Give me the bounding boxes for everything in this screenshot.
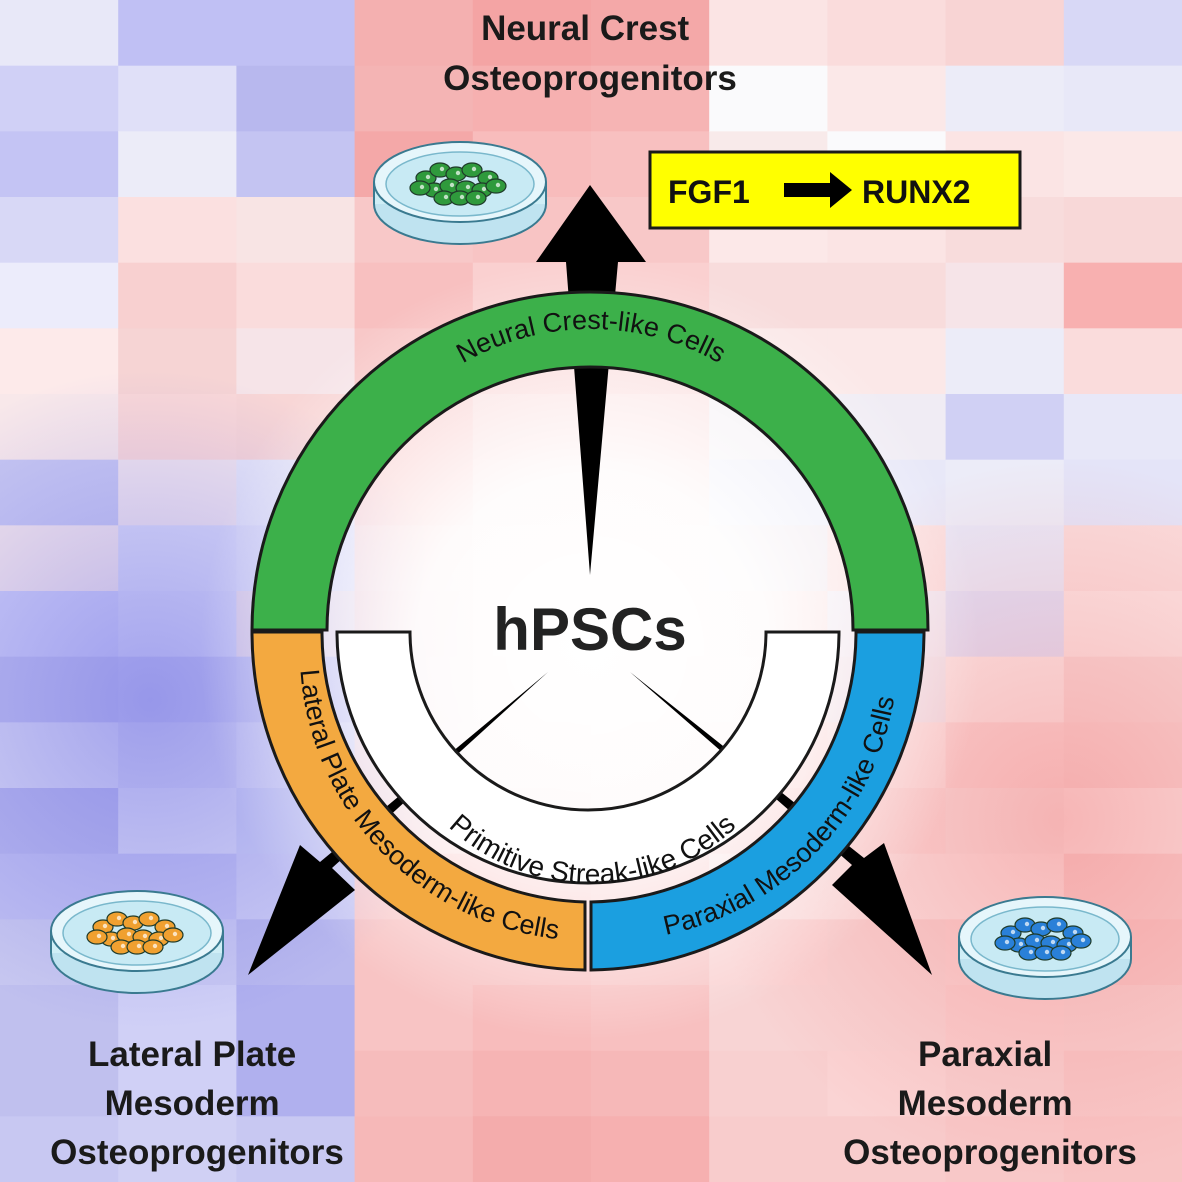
- heatmap-cell: [591, 1050, 710, 1117]
- cell: [465, 190, 487, 206]
- cell: [1050, 945, 1072, 961]
- heatmap-cell: [118, 131, 237, 198]
- heatmap-cell: [945, 0, 1065, 67]
- hpscs-label: hPSCs: [493, 596, 686, 663]
- fgf1-label: FGF1: [668, 174, 750, 210]
- heatmap-cell: [236, 1116, 356, 1182]
- heatmap-cell: [945, 394, 1065, 461]
- heatmap-cell: [1063, 262, 1182, 329]
- heatmap-cell: [472, 65, 592, 132]
- heatmap-cell: [0, 1050, 119, 1117]
- heatmap-cell: [1063, 0, 1182, 67]
- heatmap-cell: [1063, 65, 1182, 132]
- cell: [1046, 917, 1068, 933]
- heatmap-cell: [0, 1116, 119, 1182]
- differentiation-arrows: [248, 185, 932, 975]
- petri-dish-paraxial: [958, 896, 1132, 1000]
- arrow-right-icon: [784, 172, 852, 208]
- heatmap-cell: [354, 1116, 474, 1182]
- heatmap-cell: [827, 262, 947, 329]
- heatmap-cell: [236, 65, 356, 132]
- heatmap-cell: [0, 65, 119, 132]
- petri-dish-icon: [50, 890, 224, 994]
- cell: [142, 939, 164, 955]
- heatmap-cell: [472, 0, 592, 67]
- petri-dish-icon: [958, 896, 1132, 1000]
- heatmap-cell: [118, 262, 237, 329]
- cell: [138, 911, 160, 927]
- lateral-plate-mesoderm-like-cells-band: [250, 630, 587, 972]
- heatmap-cell: [1063, 197, 1182, 264]
- runx2-label: RUNX2: [862, 174, 970, 210]
- heatmap-cell: [945, 262, 1065, 329]
- heatmap-cell: [591, 0, 710, 67]
- petri-dish-lateral-plate: [50, 890, 224, 994]
- heatmap-cell: [1063, 328, 1182, 395]
- heatmap-cell: [1063, 394, 1182, 461]
- cell: [162, 927, 184, 943]
- paraxial-mesoderm-like-cells-band: [589, 630, 926, 972]
- heatmap-cell: [354, 0, 474, 67]
- paraxial-mesoderm-osteoprogenitors-title: Paraxial Mesoderm Osteoprogenitors: [843, 1035, 1137, 1172]
- heatmap-cell: [591, 1116, 710, 1182]
- heatmap-cell: [0, 131, 119, 198]
- cell: [994, 935, 1016, 951]
- cell: [1070, 933, 1092, 949]
- heatmap-cell: [0, 262, 119, 329]
- primitive-streak-like-cells-band: [335, 630, 841, 885]
- cell: [461, 162, 483, 178]
- heatmap-cell: [118, 1116, 237, 1182]
- heatmap-cell: [236, 197, 356, 264]
- heatmap-cell: [236, 262, 356, 329]
- heatmap-cell: [945, 65, 1065, 132]
- heatmap-cell: [0, 0, 119, 67]
- heatmap-cell: [591, 65, 710, 132]
- neural-crest-osteoprogenitors-title: Neural Crest Osteoprogenitors: [443, 9, 737, 98]
- heatmap-cell: [472, 1050, 592, 1117]
- heatmap-cell: [118, 65, 237, 132]
- heatmap-cell: [118, 197, 237, 264]
- neural-crest-like-cells-band: [250, 290, 930, 632]
- heatmap-cell: [709, 0, 828, 67]
- cell: [409, 180, 431, 196]
- heatmap-cell: [945, 328, 1065, 395]
- heatmap-cell: [236, 1050, 356, 1117]
- heatmap-cell: [354, 1050, 474, 1117]
- arrow-down-left-icon: [248, 672, 548, 975]
- arrow-down-right-icon: [630, 672, 932, 975]
- heatmap-cell: [118, 1050, 237, 1117]
- heatmap-cell: [827, 0, 947, 67]
- heatmap-cell: [1063, 131, 1182, 198]
- heatmap-cell: [472, 1116, 592, 1182]
- petri-dish-neural-crest: [373, 141, 547, 245]
- heatmap-cell: [0, 197, 119, 264]
- heatmap-cell: [236, 0, 356, 67]
- heatmap-cell: [709, 65, 828, 132]
- heatmap-cell: [709, 1116, 828, 1182]
- heatmap-cell: [236, 131, 356, 198]
- cell: [485, 178, 507, 194]
- arrow-up-icon: [536, 185, 646, 575]
- heatmap-cell: [354, 65, 474, 132]
- fgf1-runx2-box: FGF1 RUNX2: [648, 150, 1022, 230]
- petri-dish-icon: [373, 141, 547, 245]
- heatmap-cell: [827, 65, 947, 132]
- heatmap-cell: [118, 0, 237, 67]
- lateral-plate-osteoprogenitors-title: Lateral Plate Mesoderm Osteoprogenitors: [50, 1035, 344, 1172]
- cell: [86, 929, 108, 945]
